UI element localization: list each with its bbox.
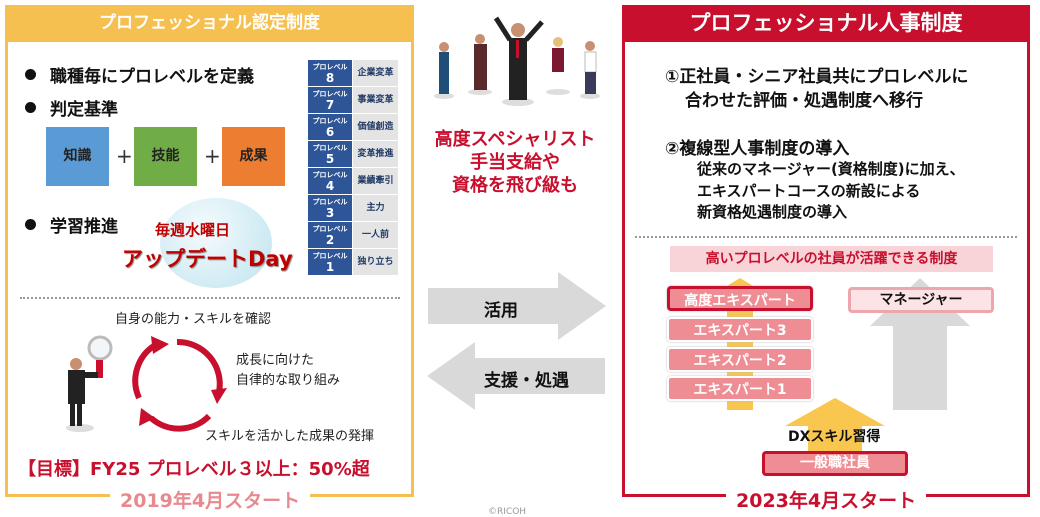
dx-skill-arrow-icon — [785, 398, 885, 460]
system-banner: 高いプロレベルの社員が活躍できる制度 — [670, 246, 993, 272]
cycle-growth-line1: 成長に向けた — [236, 353, 315, 368]
specialist-headline: 高度スペシャリスト 手当支給や 資格を飛び級も — [430, 128, 600, 197]
update-day-bubble — [160, 198, 272, 288]
goal-text: 【目標】FY25 プロレベル３以上：50%超 — [18, 459, 370, 480]
headline-line: 手当支給や — [470, 152, 560, 173]
arrow-right-label: 活用 — [484, 301, 518, 321]
criteria-knowledge: 知識 — [46, 127, 109, 186]
plus-sign: + — [116, 144, 133, 168]
point2-line: 従来のマネージャー(資格制度)に加え、 — [697, 160, 965, 178]
left-start-date: 2019年4月スタート — [110, 486, 311, 513]
point1-line1: ①正社員・シニア社員共にプロレベルに — [665, 67, 969, 87]
cycle-growth-line2: 自律的な取り組み — [236, 373, 341, 388]
general-staff-box: 一般職社員 — [762, 451, 908, 476]
bullet-define-levels: 職種毎にプロレベルを定義 — [25, 62, 254, 87]
cycle-apply-skills: スキルを活かした成果の発揮 — [205, 429, 375, 444]
plus-sign: + — [204, 144, 221, 168]
celebrating-people-icon — [434, 16, 600, 106]
expert-level-2: エキスパート2 — [667, 347, 813, 372]
update-day-title: アップデートDay — [122, 247, 293, 271]
bullet-learning: 学習推進 — [25, 212, 118, 237]
criteria-results: 成果 — [222, 127, 285, 186]
left-panel-title: プロフェッショナル認定制度 — [5, 5, 414, 42]
criteria-skill: 技能 — [134, 127, 197, 186]
cycle-check-skills: 自身の能力・スキルを確認 — [115, 312, 272, 327]
arrow-left-label: 支援・処遇 — [484, 371, 569, 391]
point2-title: ②複線型人事制度の導入 — [665, 139, 850, 159]
copyright: ©RICOH — [488, 507, 527, 517]
right-start-date: 2023年4月スタート — [726, 486, 927, 513]
arrow-right-icon — [428, 272, 606, 340]
expert-level-3: エキスパート3 — [667, 317, 813, 342]
divider — [20, 297, 400, 299]
expert-level-1: エキスパート1 — [667, 376, 813, 401]
point2-line: 新資格処遇制度の導入 — [697, 203, 848, 221]
person-magnifier-icon — [66, 335, 113, 432]
dx-skill-label: DXスキル習得 — [788, 429, 881, 445]
expert-level-advanced: 高度エキスパート — [667, 286, 813, 311]
point2-line: エキスパートコースの新設による — [697, 182, 921, 200]
update-day-weekday: 毎週水曜日 — [155, 221, 231, 239]
headline-line: 資格を飛び級も — [452, 175, 578, 196]
cycle-arrows-icon — [132, 336, 227, 432]
manager-box: マネージャー — [848, 287, 994, 313]
arrow-left-icon — [427, 342, 605, 410]
point1-line2: 合わせた評価・処遇制度へ移行 — [685, 91, 923, 111]
headline-line: 高度スペシャリスト — [434, 129, 596, 150]
bullet-criteria: 判定基準 — [25, 95, 118, 120]
divider — [635, 236, 1017, 238]
right-panel-title: プロフェッショナル人事制度 — [622, 5, 1030, 42]
